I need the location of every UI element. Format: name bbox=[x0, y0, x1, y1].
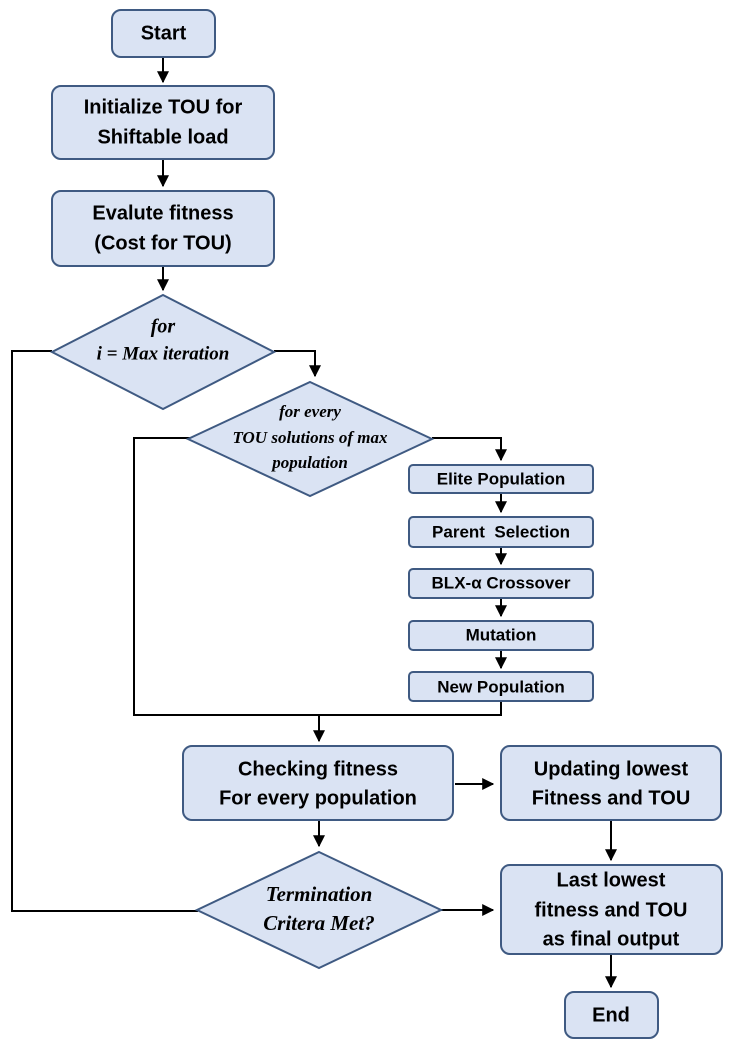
last-lowest-line1: Last lowest bbox=[557, 869, 666, 891]
parent-selection-label: Parent Selection bbox=[432, 522, 570, 541]
for-population-line1: for every bbox=[279, 402, 341, 421]
mutation-label: Mutation bbox=[466, 625, 537, 644]
for-population-line2: TOU solutions of max bbox=[232, 428, 388, 447]
elite-population-node: Elite Population bbox=[408, 464, 594, 494]
start-node: Start bbox=[111, 9, 216, 58]
init-node: Initialize TOU for Shiftable load bbox=[51, 85, 275, 160]
blx-crossover-label: BLX-α Crossover bbox=[432, 573, 571, 592]
eval-label-line2: (Cost for TOU) bbox=[94, 232, 231, 254]
init-label-line1: Initialize TOU for bbox=[84, 96, 243, 118]
elite-population-label: Elite Population bbox=[437, 469, 565, 488]
termination-line1: Termination bbox=[266, 882, 373, 906]
loop-line-population bbox=[133, 437, 502, 716]
arrow-for-pop-to-elite bbox=[432, 437, 507, 462]
eval-label-line1: Evalute fitness bbox=[92, 202, 233, 224]
last-lowest-node: Last lowest fitness and TOU as final out… bbox=[500, 864, 723, 955]
checking-fitness-line2: For every population bbox=[219, 787, 417, 809]
connector-lines bbox=[11, 58, 617, 989]
blx-crossover-node: BLX-α Crossover bbox=[408, 568, 594, 599]
loop-line-iteration bbox=[11, 350, 198, 912]
new-population-label: New Population bbox=[437, 677, 565, 696]
end-node: End bbox=[564, 991, 659, 1039]
updating-lowest-node: Updating lowest Fitness and TOU bbox=[500, 745, 722, 821]
last-lowest-line3: as final output bbox=[543, 928, 680, 950]
termination-decision: Termination Critera Met? bbox=[194, 850, 444, 970]
for-population-decision: for every TOU solutions of max populatio… bbox=[185, 380, 435, 498]
start-label: Start bbox=[141, 22, 187, 44]
for-population-line3: population bbox=[270, 453, 348, 472]
arrow-for-iter-to-for-pop bbox=[274, 350, 321, 378]
parent-selection-node: Parent Selection bbox=[408, 516, 594, 548]
checking-fitness-node: Checking fitness For every population bbox=[182, 745, 454, 821]
updating-lowest-line1: Updating lowest bbox=[534, 758, 689, 780]
end-label: End bbox=[592, 1004, 630, 1026]
checking-fitness-line1: Checking fitness bbox=[238, 758, 398, 780]
for-iteration-line2: i = Max iteration bbox=[97, 343, 230, 364]
eval-node: Evalute fitness (Cost for TOU) bbox=[51, 190, 275, 267]
new-population-node: New Population bbox=[408, 671, 594, 702]
for-iteration-line1: for bbox=[151, 316, 176, 338]
updating-lowest-line2: Fitness and TOU bbox=[532, 787, 691, 809]
last-lowest-line2: fitness and TOU bbox=[535, 899, 688, 921]
for-iteration-decision: for i = Max iteration bbox=[49, 293, 277, 411]
init-label-line2: Shiftable load bbox=[97, 126, 228, 148]
mutation-node: Mutation bbox=[408, 620, 594, 651]
termination-line2: Critera Met? bbox=[263, 911, 374, 935]
